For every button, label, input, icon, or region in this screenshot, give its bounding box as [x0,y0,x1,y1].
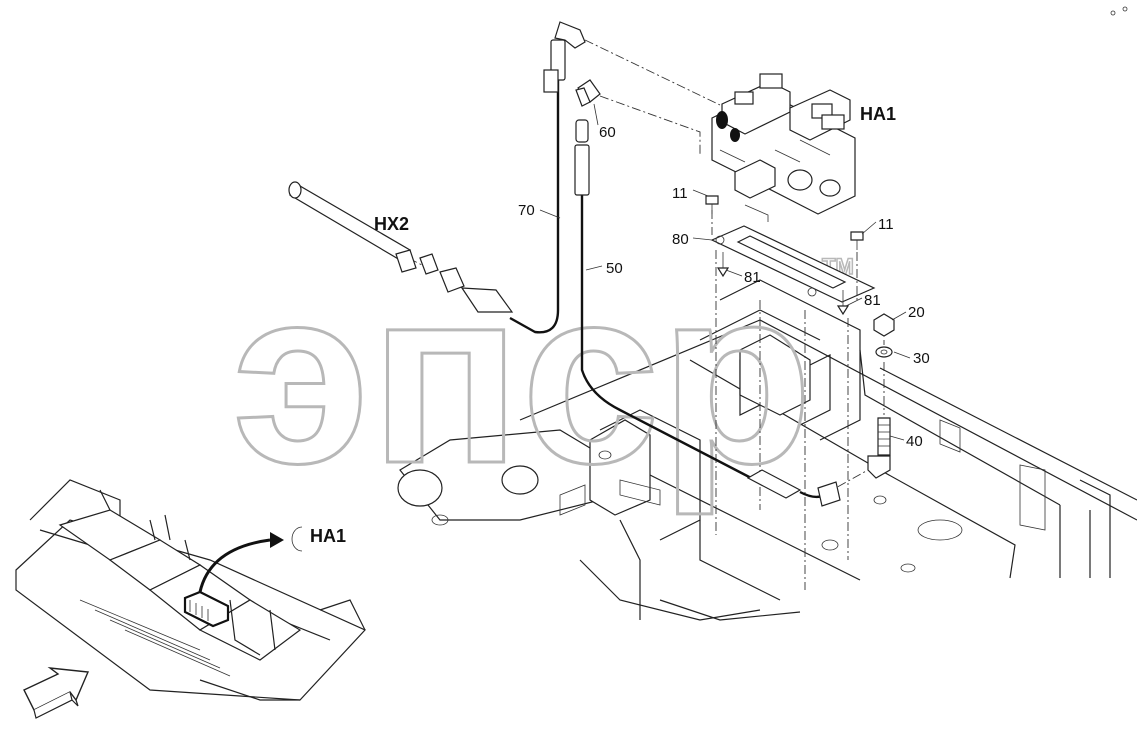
hx2-coupling [288,181,514,313]
label-80: 80 [672,231,689,248]
direction-arrow [23,667,90,719]
corner-mark [1110,6,1128,16]
label-60: 60 [599,124,616,141]
hose-50 [574,119,841,507]
elbow-60 [575,79,601,107]
mounting-plate-80 [710,204,876,303]
label-81-right: 81 [864,292,881,309]
label-50: 50 [606,260,623,277]
label-hx2: HX2 [374,214,409,234]
label-81-left: 81 [744,269,761,286]
part-labels: HA1 HX2 11 11 80 81 81 70 50 60 20 30 40 [374,104,930,450]
label-ha1-inset: HA1 [310,526,346,546]
label-11-left: 11 [672,185,688,202]
label-20: 20 [908,304,925,321]
watermark-text: эпср [232,236,813,515]
fittings [867,313,895,479]
leader-lines [539,103,911,441]
label-30: 30 [913,350,930,367]
hose-70 [509,21,586,334]
label-11-right: 11 [878,216,894,233]
overview-machine-inset: HA1 [15,479,367,701]
label-40: 40 [906,433,923,450]
watermark: эпср TM [231,235,855,517]
machine-frame [397,279,1137,621]
bolts [705,195,864,316]
label-70: 70 [518,202,535,219]
valve-block-ha1 [711,73,856,215]
label-ha1: HA1 [860,104,896,124]
